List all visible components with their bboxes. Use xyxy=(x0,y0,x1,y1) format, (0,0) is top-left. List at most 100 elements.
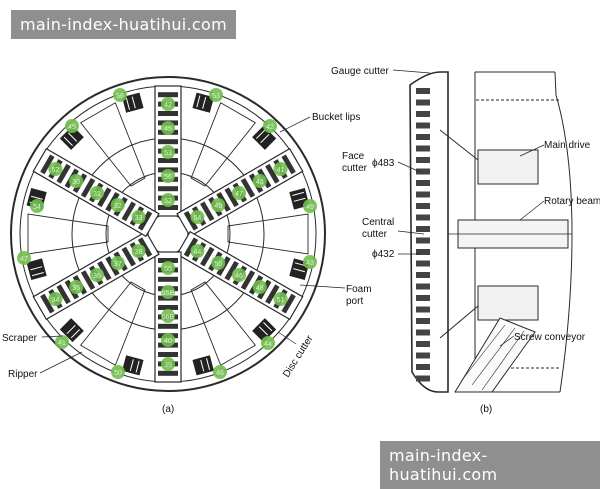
cutter-number: 34 xyxy=(52,297,60,304)
cutter-number: 49 xyxy=(214,203,222,210)
face-cutter-disc xyxy=(416,341,430,347)
cutterhead-outer-rim xyxy=(10,76,326,392)
cutter-number: 55B xyxy=(162,290,175,297)
cutter-number: 35 xyxy=(72,285,80,292)
face-cutter-disc xyxy=(416,306,430,313)
disc-cutter-marker: 56 xyxy=(113,88,127,102)
disc-cutter-marker: 37 xyxy=(110,256,125,270)
cutter-number: 53 xyxy=(212,93,220,100)
caption-b: (b) xyxy=(480,404,492,415)
cutter-number: 44 xyxy=(264,341,272,348)
disc-cutter-marker: 56B xyxy=(161,309,175,323)
face-cutter-disc xyxy=(416,375,430,382)
disc-cutter-marker: 53 xyxy=(209,88,223,102)
cutter-number: 51 xyxy=(277,297,285,304)
bucket-1 xyxy=(252,318,277,343)
bucket-8 xyxy=(122,92,144,113)
cutter-number: 54 xyxy=(33,204,41,211)
disc-cutter-marker: 30 xyxy=(69,174,84,188)
face-cutter-disc xyxy=(416,168,430,175)
arm-5 xyxy=(190,102,256,187)
bucket-2 xyxy=(192,355,214,376)
disc-cutter-marker: 40 xyxy=(161,333,175,347)
disc-cutter-marker: 39 xyxy=(161,357,175,371)
cutter-number: 48 xyxy=(256,285,264,292)
disc-cutter-marker: 55B xyxy=(161,285,175,299)
main-drive-lower xyxy=(477,285,539,321)
face-cutter-disc xyxy=(416,283,430,290)
arm-3 xyxy=(27,213,109,255)
cutter-number: 41 xyxy=(58,340,66,347)
face-cutter-disc xyxy=(416,99,430,106)
disc-cutter-marker: 44 xyxy=(190,244,205,258)
cutter-number: 40 xyxy=(164,338,172,345)
cutter-number: 42 xyxy=(164,102,172,109)
face-cutter-disc xyxy=(416,111,430,117)
face-cutter-disc xyxy=(416,249,430,255)
arm-4 xyxy=(80,102,146,187)
disc-cutter-marker: 41 xyxy=(55,335,69,349)
bucket-7 xyxy=(59,125,84,150)
disc-cutter-marker: 31 xyxy=(89,186,104,200)
bucket-4 xyxy=(59,318,84,343)
face-cutter-disc xyxy=(416,364,430,370)
label-ripper: Ripper xyxy=(8,369,38,380)
label-gauge-cutter: Gauge cutter xyxy=(331,66,389,77)
label-dia-483: ϕ483 xyxy=(372,158,395,169)
face-cutter-disc xyxy=(416,203,430,209)
watermark-top: main-index-huatihui.com xyxy=(11,10,236,39)
main-drive-upper xyxy=(477,149,539,185)
face-cutter-disc xyxy=(416,226,430,232)
cutter-number: 54 xyxy=(194,215,202,222)
face-cutter-disc xyxy=(416,88,430,94)
disc-cutter-marker: 51 xyxy=(273,292,288,306)
cutter-number: 30 xyxy=(72,179,80,186)
watermark-bottom: main-index-huatihui.com xyxy=(380,441,600,489)
label-main-drive: Main drive xyxy=(544,140,591,151)
cutter-number: 43 xyxy=(306,260,314,267)
face-cutter-disc xyxy=(416,214,430,221)
face-cutter-stack xyxy=(416,88,430,382)
disc-cutter-markers: 5256534542544947434144504648515555B56B40… xyxy=(17,88,317,379)
arm-0 xyxy=(227,213,309,255)
cutter-number: 50 xyxy=(214,261,222,268)
cutter-number: 50 xyxy=(114,370,122,377)
disc-cutter-marker: 50 xyxy=(111,365,125,379)
label-screw-conveyor: Screw conveyor xyxy=(514,332,586,343)
arm-2 xyxy=(80,281,146,366)
face-cutter-disc xyxy=(416,237,430,244)
disc-cutter-marker: 52 xyxy=(48,162,63,176)
disc-cutter-marker: 45 xyxy=(161,121,175,135)
cutter-number: 45 xyxy=(68,124,76,131)
disc-cutter-marker: 38 xyxy=(131,244,146,258)
bucket-3 xyxy=(122,355,144,376)
face-cutter-disc xyxy=(416,329,430,336)
face-cutter-disc xyxy=(416,122,430,129)
disc-cutter-marker: 49 xyxy=(303,199,317,213)
disc-cutter-marker: 43 xyxy=(252,174,267,188)
cutter-number: 55 xyxy=(164,266,172,273)
disc-cutter-marker: 43 xyxy=(303,255,317,269)
cutter-number: 43 xyxy=(256,179,264,186)
cutter-number: 46 xyxy=(216,370,224,377)
face-cutter-disc xyxy=(416,191,430,198)
label-dia-432: ϕ432 xyxy=(372,249,395,260)
cutter-number: 33 xyxy=(135,215,143,222)
cutter-number: 49 xyxy=(306,204,314,211)
disc-cutter-marker: 42 xyxy=(263,119,277,133)
cutter-number: 52 xyxy=(52,167,60,174)
face-cutter-disc xyxy=(416,352,430,359)
panel-a-leaders xyxy=(39,116,346,374)
cutter-number: 39 xyxy=(164,362,172,369)
face-cutter-disc xyxy=(416,157,430,163)
cutter-number: 46 xyxy=(235,273,243,280)
label-disc-cutter: Disc cutter xyxy=(281,333,316,379)
disc-cutter-marker: 32 xyxy=(110,198,125,212)
cutter-number: 31 xyxy=(93,191,101,198)
disc-cutter-marker: 44 xyxy=(261,336,275,350)
cutter-number: 45 xyxy=(164,126,172,133)
